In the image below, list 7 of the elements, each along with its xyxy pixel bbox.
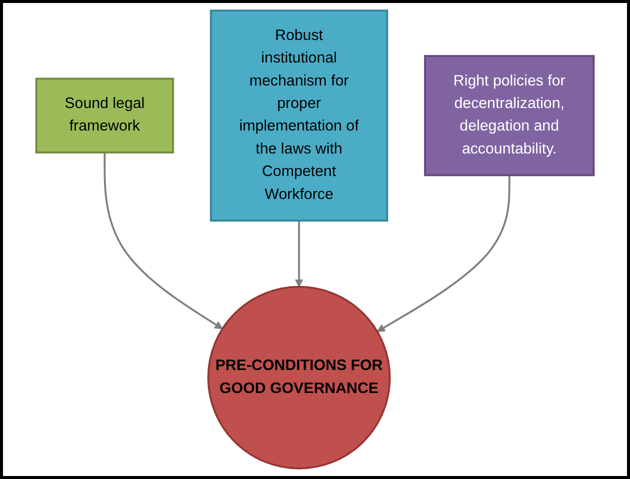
node-circle: PRE-CONDITIONS FOR GOOD GOVERNANCE — [207, 286, 391, 470]
node-box: Right policies for decentralization, delegation and accountability. — [424, 55, 595, 176]
node-box: Sound legal framework — [35, 78, 174, 154]
arrow — [104, 152, 223, 330]
node-box: Robust institutional mechanism for proper implementation of the laws with Competent Workforce — [210, 10, 388, 222]
arrow — [294, 220, 304, 288]
arrow — [376, 175, 510, 332]
